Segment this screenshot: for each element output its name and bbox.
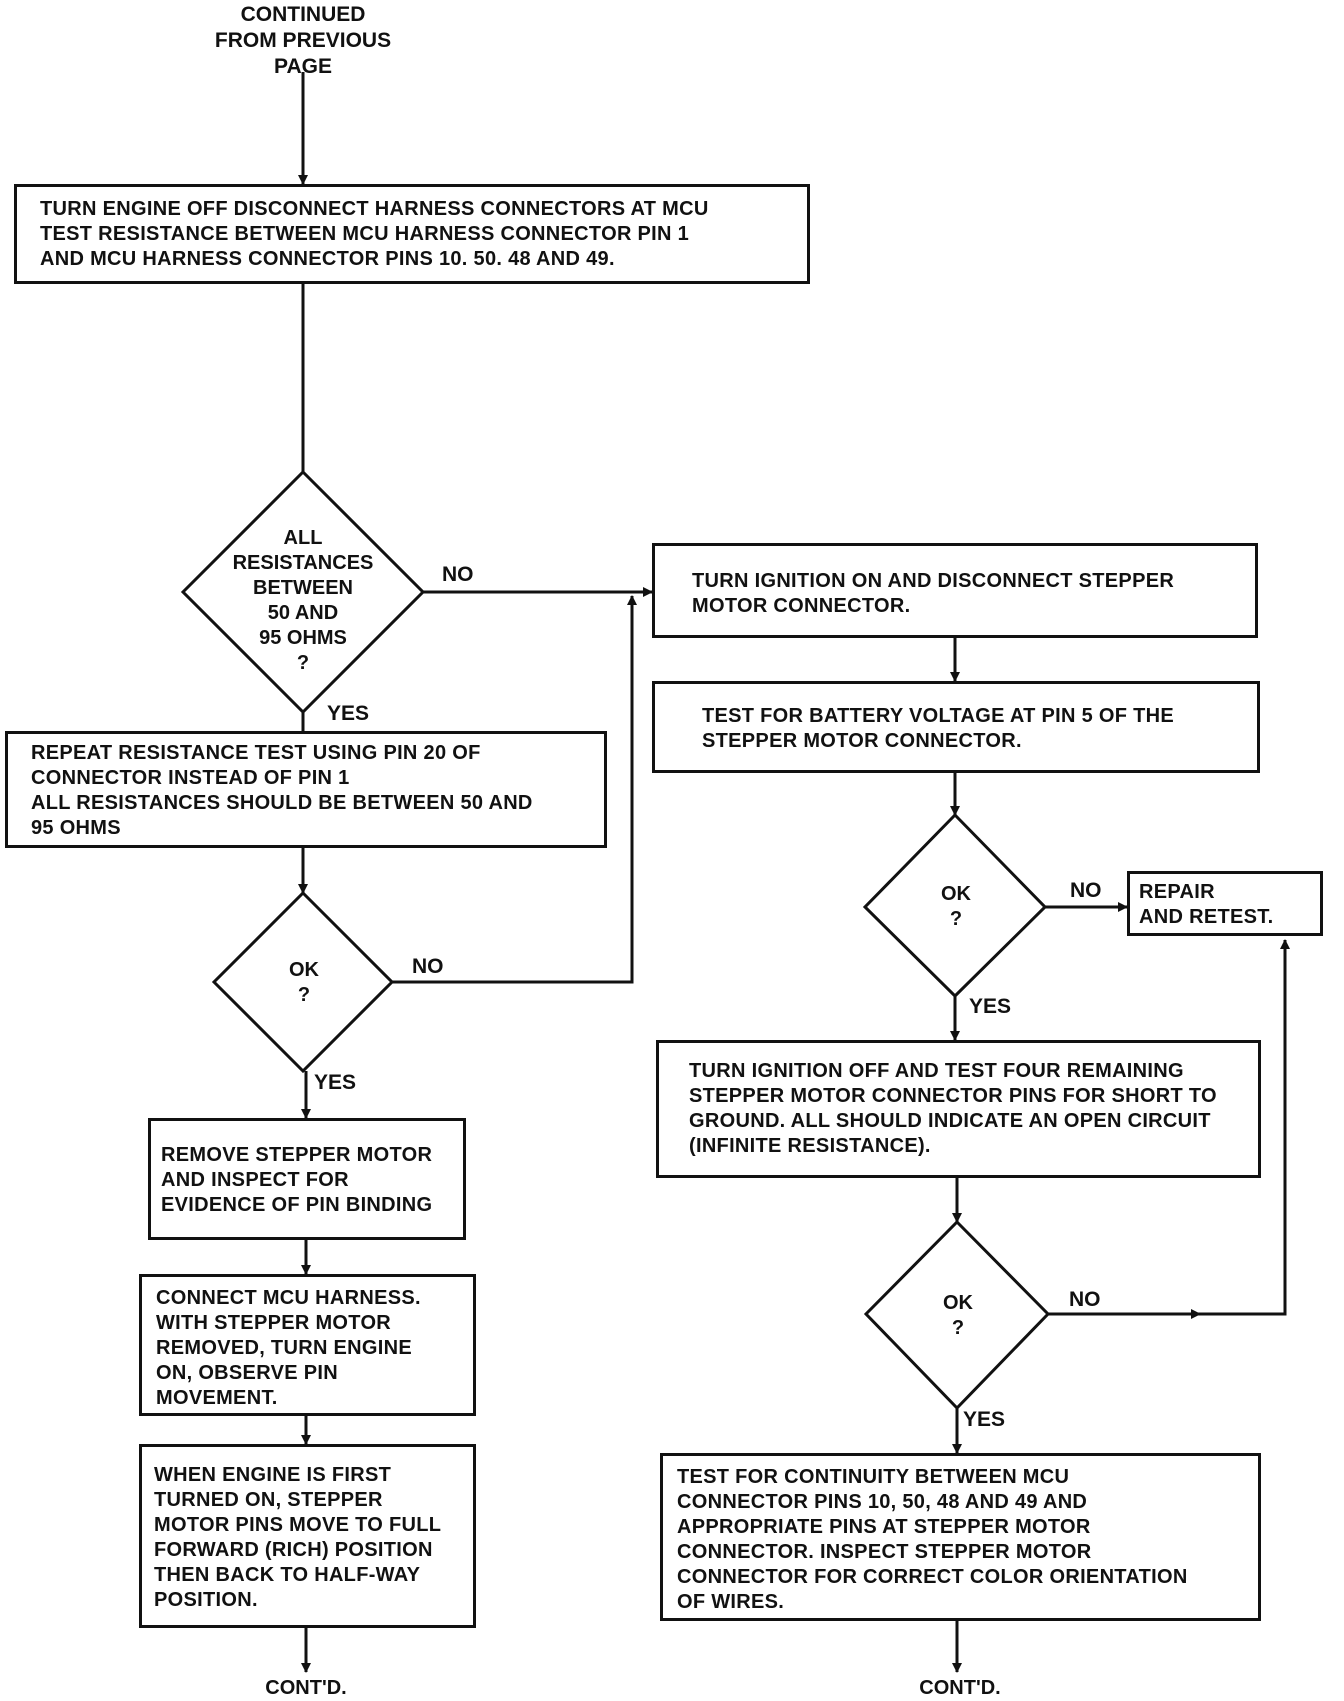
box-test-battery-voltage: TEST FOR BATTERY VOLTAGE AT PIN 5 OF THE… — [652, 681, 1260, 773]
decision-d4 — [863, 1219, 1051, 1411]
label-d3-yes: YES — [969, 995, 1012, 1018]
continued-from-previous-page: CONTINUED FROM PREVIOUS PAGE — [214, 3, 392, 78]
decision-d3-text: OK ? — [941, 883, 971, 930]
decision-d3 — [862, 812, 1048, 999]
box-text: TEST FOR BATTERY VOLTAGE AT PIN 5 OF THE… — [702, 705, 1175, 752]
box-text: CONNECT MCU HARNESS. WITH STEPPER MOTOR … — [156, 1287, 421, 1409]
box-turn-ignition-off-test-pins: TURN IGNITION OFF AND TEST FOUR REMAININ… — [656, 1040, 1261, 1178]
box-text: TURN IGNITION OFF AND TEST FOUR REMAININ… — [689, 1060, 1217, 1157]
box-remove-stepper-motor: REMOVE STEPPER MOTOR AND INSPECT FOR EVI… — [148, 1118, 466, 1240]
decision-d1 — [180, 469, 426, 715]
box-test-continuity: TEST FOR CONTINUITY BETWEEN MCU CONNECTO… — [660, 1453, 1261, 1621]
label-d4-no: NO — [1069, 1288, 1101, 1311]
decision-d1-text: ALL RESISTANCES BETWEEN 50 AND 95 OHMS ? — [232, 527, 374, 674]
box-repair-and-retest: REPAIR AND RETEST. — [1127, 871, 1323, 936]
box-text: REPEAT RESISTANCE TEST USING PIN 20 OF C… — [31, 742, 533, 839]
decision-d4-text: OK ? — [943, 1292, 973, 1339]
box-connect-mcu-harness: CONNECT MCU HARNESS. WITH STEPPER MOTOR … — [139, 1274, 476, 1416]
box-when-engine-first-on: WHEN ENGINE IS FIRST TURNED ON, STEPPER … — [139, 1444, 476, 1628]
box-text: REPAIR AND RETEST. — [1139, 881, 1274, 928]
label-d1-yes: YES — [327, 702, 370, 725]
label-d1-no: NO — [442, 563, 474, 586]
decision-d2 — [211, 890, 395, 1074]
label-d3-no: NO — [1070, 879, 1102, 902]
label-d4-yes: YES — [963, 1408, 1006, 1431]
box-text: WHEN ENGINE IS FIRST TURNED ON, STEPPER … — [154, 1464, 442, 1611]
line-d2-no — [392, 595, 637, 984]
label-d2-yes: YES — [314, 1071, 357, 1094]
box-text: REMOVE STEPPER MOTOR AND INSPECT FOR EVI… — [161, 1144, 433, 1216]
box-text: TURN IGNITION ON AND DISCONNECT STEPPER … — [692, 570, 1175, 617]
box-text: TURN ENGINE OFF DISCONNECT HARNESS CONNE… — [40, 198, 709, 270]
box-turn-engine-off: TURN ENGINE OFF DISCONNECT HARNESS CONNE… — [14, 184, 810, 284]
contd-right: CONT'D. — [919, 1677, 1001, 1699]
label-d2-no: NO — [412, 955, 444, 978]
box-text: TEST FOR CONTINUITY BETWEEN MCU CONNECTO… — [677, 1466, 1188, 1613]
box-repeat-resistance-test: REPEAT RESISTANCE TEST USING PIN 20 OF C… — [5, 731, 607, 848]
box-turn-ignition-on: TURN IGNITION ON AND DISCONNECT STEPPER … — [652, 543, 1258, 638]
decision-d2-text: OK ? — [289, 959, 319, 1006]
contd-left: CONT'D. — [265, 1677, 347, 1699]
